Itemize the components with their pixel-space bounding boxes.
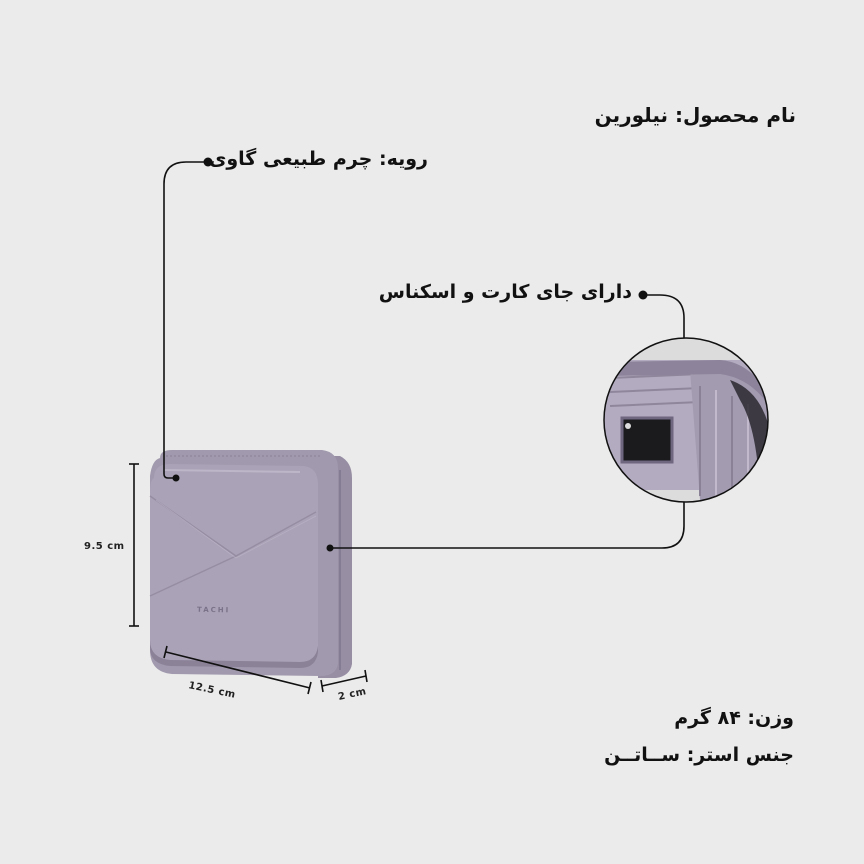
wallet-front-flap bbox=[150, 464, 318, 662]
wallet-brand-mark: TACHI bbox=[196, 605, 231, 615]
spec-lining: جنس استر: ســاتــن bbox=[604, 744, 794, 766]
dimension-height-label: 9.5 cm bbox=[84, 541, 125, 552]
detail-circle-border bbox=[603, 337, 769, 503]
wallet-image bbox=[149, 450, 352, 678]
feature-card-slot: دارای جای کارت و اسکناس bbox=[378, 281, 632, 303]
dimension-width-line bbox=[163, 645, 312, 695]
detail-circle-image bbox=[603, 337, 769, 503]
callout-surface bbox=[163, 157, 213, 482]
feature-surface: رویه: چرم طبیعی گاوی bbox=[208, 148, 428, 170]
spec-weight: وزن: ۸۴ گرم bbox=[674, 707, 794, 729]
callout-card-slot bbox=[326, 290, 685, 552]
dimension-height-line bbox=[129, 463, 139, 627]
product-name: نام محصول: نیلورین bbox=[594, 103, 796, 127]
dimension-depth-line bbox=[320, 669, 368, 693]
